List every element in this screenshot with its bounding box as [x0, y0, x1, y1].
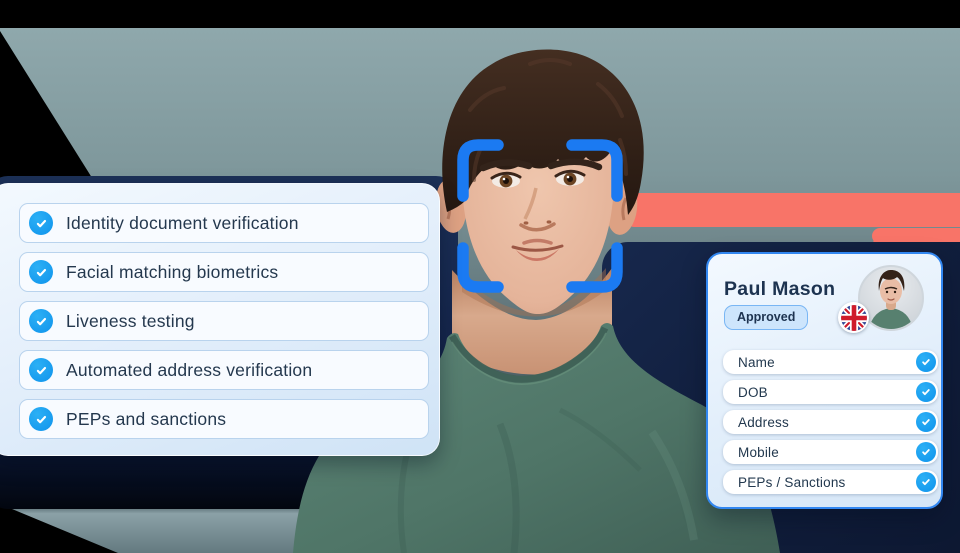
checklist-item-label: Identity document verification: [66, 212, 299, 233]
checklist-item: Identity document verification: [19, 203, 429, 243]
coral-accent-bar: [628, 193, 960, 227]
coral-accent-tab: [872, 228, 960, 244]
uk-flag-icon: [838, 302, 869, 333]
verified-field: Address: [723, 410, 938, 434]
check-circle-icon: [29, 407, 53, 431]
checklist-item-label: PEPs and sanctions: [66, 408, 227, 429]
field-label: PEPs / Sanctions: [738, 474, 846, 490]
check-circle-icon: [916, 352, 936, 372]
checklist-item: PEPs and sanctions: [19, 399, 429, 439]
check-circle-icon: [29, 358, 53, 382]
check-circle-icon: [916, 412, 936, 432]
verification-checklist-panel: Identity document verification Facial ma…: [0, 183, 440, 456]
profile-card: Paul Mason Approved: [706, 252, 943, 509]
check-circle-icon: [916, 442, 936, 462]
verified-field: PEPs / Sanctions: [723, 470, 938, 494]
field-label: DOB: [738, 384, 768, 400]
checklist-item-label: Automated address verification: [66, 359, 313, 380]
field-label: Name: [738, 354, 775, 370]
check-circle-icon: [916, 472, 936, 492]
face-detection-frame-icon: [457, 139, 623, 293]
profile-name: Paul Mason: [724, 278, 836, 300]
field-label: Address: [738, 414, 789, 430]
checklist-item: Facial matching biometrics: [19, 252, 429, 292]
verified-field: Name: [723, 350, 938, 374]
checklist-item-label: Liveness testing: [66, 310, 195, 331]
check-circle-icon: [29, 211, 53, 235]
status-badge: Approved: [724, 305, 809, 330]
verified-field: Mobile: [723, 440, 938, 464]
verified-field: DOB: [723, 380, 938, 404]
checklist-item-label: Facial matching biometrics: [66, 261, 279, 282]
verified-fields-list: Name DOB Address Mobile PEPs / Sanctions: [723, 350, 938, 500]
check-circle-icon: [29, 260, 53, 284]
check-circle-icon: [29, 309, 53, 333]
field-label: Mobile: [738, 444, 779, 460]
check-circle-icon: [916, 382, 936, 402]
avatar: [858, 265, 924, 331]
checklist-item: Liveness testing: [19, 301, 429, 341]
checklist-item: Automated address verification: [19, 350, 429, 390]
